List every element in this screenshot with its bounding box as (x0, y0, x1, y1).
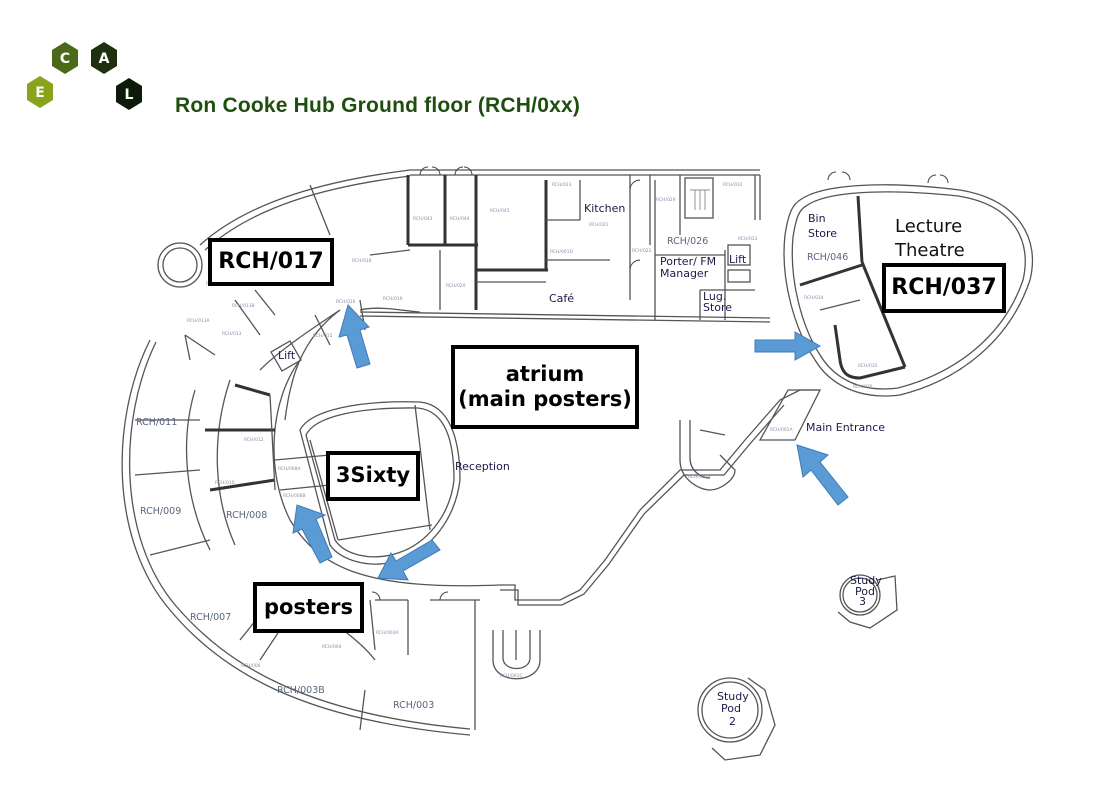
svg-text:L: L (125, 87, 134, 103)
callout-threesixty: 3Sixty (326, 451, 420, 501)
arrow-from-main-entrance (796, 444, 849, 506)
svg-text:Porter/ FM: Porter/ FM (660, 255, 716, 268)
svg-text:RCH/008A: RCH/008A (278, 466, 302, 472)
svg-text:RCH/001A: RCH/001A (770, 427, 794, 433)
svg-text:RCH/003A: RCH/003A (376, 630, 400, 636)
area-labels: Kitchen Café Porter/ FM Manager Lift Lug… (278, 202, 965, 728)
svg-text:RCH/029: RCH/029 (656, 197, 676, 203)
svg-text:RCH/013B: RCH/013B (232, 303, 255, 309)
svg-text:RCH/022: RCH/022 (632, 248, 652, 254)
svg-text:RCH/046: RCH/046 (807, 252, 848, 263)
svg-text:RCH/012: RCH/012 (244, 437, 264, 443)
svg-text:E: E (35, 85, 45, 101)
svg-text:Reception: Reception (455, 460, 510, 473)
north-block-walls (359, 169, 771, 323)
study-pod-3 (837, 574, 898, 629)
svg-text:RCH/001B: RCH/001B (688, 474, 711, 480)
room-labels: RCH/011 RCH/009 RCH/008 RCH/007 RCH/003B… (136, 236, 848, 711)
svg-text:RCH/013: RCH/013 (222, 331, 242, 337)
arrow-to-rch017 (338, 304, 371, 369)
svg-text:RCH/003B: RCH/003B (277, 685, 325, 696)
cael-logo: C A E L (27, 42, 142, 110)
svg-text:RCH/001C: RCH/001C (500, 673, 523, 679)
svg-text:RCH/018: RCH/018 (352, 258, 372, 264)
svg-text:Lift: Lift (278, 349, 296, 362)
svg-text:RCH/013A: RCH/013A (187, 318, 211, 324)
svg-text:A: A (99, 51, 110, 67)
svg-text:Pod: Pod (721, 702, 741, 715)
svg-text:RCH/020: RCH/020 (446, 283, 466, 289)
svg-text:RCH/032: RCH/032 (723, 182, 743, 188)
svg-text:RCH/015: RCH/015 (313, 333, 333, 339)
svg-text:Study: Study (717, 690, 749, 703)
logo-hex-a: A (91, 42, 117, 74)
callout-atrium: atrium (main posters) (451, 345, 639, 429)
svg-text:RCH/023: RCH/023 (552, 182, 572, 188)
svg-text:Manager: Manager (660, 267, 709, 280)
svg-text:Pod: Pod (855, 585, 875, 598)
logo-hex-l: L (116, 78, 142, 110)
west-wing-walls (121, 169, 501, 736)
svg-text:Lug.: Lug. (703, 290, 726, 303)
svg-text:Lift: Lift (729, 253, 747, 266)
svg-text:RCH/036: RCH/036 (853, 384, 873, 390)
svg-text:RCH/019: RCH/019 (383, 296, 403, 302)
lecture-theatre-walls (783, 184, 1034, 397)
svg-text:RCH/008: RCH/008 (226, 510, 267, 521)
svg-text:RCH/011: RCH/011 (136, 417, 177, 428)
svg-text:RCH/004: RCH/004 (322, 644, 342, 650)
svg-text:Store: Store (808, 227, 837, 240)
logo-hex-c: C (52, 42, 78, 74)
callout-rch037: RCH/037 (882, 263, 1006, 313)
arrow-to-posters (377, 539, 441, 581)
small-room-labels: RCH/013C RCH/013B RCH/013A RCH/013 RCH/0… (187, 182, 878, 679)
svg-text:RCH/016: RCH/016 (336, 299, 356, 305)
svg-text:Main Entrance: Main Entrance (806, 421, 885, 434)
callout-atrium-line1: atrium (505, 361, 585, 386)
svg-text:3: 3 (859, 595, 866, 608)
svg-text:RCH/010: RCH/010 (215, 480, 235, 486)
logo-hex-e: E (27, 76, 53, 108)
svg-text:2: 2 (729, 715, 736, 728)
arrow-to-rch037 (754, 331, 822, 361)
callout-atrium-line2: (main posters) (458, 387, 632, 411)
atrium-boundary (492, 389, 822, 680)
callout-posters: posters (253, 582, 364, 633)
svg-text:RCH/008B: RCH/008B (283, 493, 306, 499)
svg-text:Kitchen: Kitchen (584, 202, 625, 215)
svg-text:RCH/026: RCH/026 (667, 236, 708, 247)
svg-text:Study: Study (850, 574, 882, 587)
svg-text:RCH/045: RCH/045 (490, 208, 510, 214)
svg-text:RCH/007: RCH/007 (190, 612, 231, 623)
svg-text:RCH/003: RCH/003 (393, 700, 434, 711)
svg-text:Theatre: Theatre (894, 240, 965, 261)
svg-text:RCH/034: RCH/034 (804, 295, 824, 301)
svg-text:RCH/033: RCH/033 (738, 236, 758, 242)
svg-text:RCH/009: RCH/009 (140, 506, 181, 517)
svg-text:Bin: Bin (808, 212, 826, 225)
svg-text:RCH/043: RCH/043 (413, 216, 433, 222)
svg-text:RCH/021: RCH/021 (589, 222, 609, 228)
door-swings (371, 166, 949, 601)
svg-text:Store: Store (703, 301, 732, 314)
study-pod-2 (697, 677, 776, 761)
svg-text:RCH/044: RCH/044 (450, 216, 470, 222)
threesixty-walls (299, 401, 461, 565)
svg-text:RCH/035: RCH/035 (858, 363, 878, 369)
svg-text:RCH/001D: RCH/001D (550, 249, 574, 255)
svg-text:C: C (60, 51, 70, 67)
direction-arrows (292, 304, 849, 581)
arrow-to-threesixty (292, 504, 333, 564)
callout-rch017: RCH/017 (208, 238, 334, 286)
svg-text:RCH/006: RCH/006 (241, 663, 261, 669)
page-title: Ron Cooke Hub Ground floor (RCH/0xx) (175, 94, 581, 117)
svg-text:Café: Café (549, 292, 574, 305)
svg-text:Lecture: Lecture (895, 216, 962, 237)
